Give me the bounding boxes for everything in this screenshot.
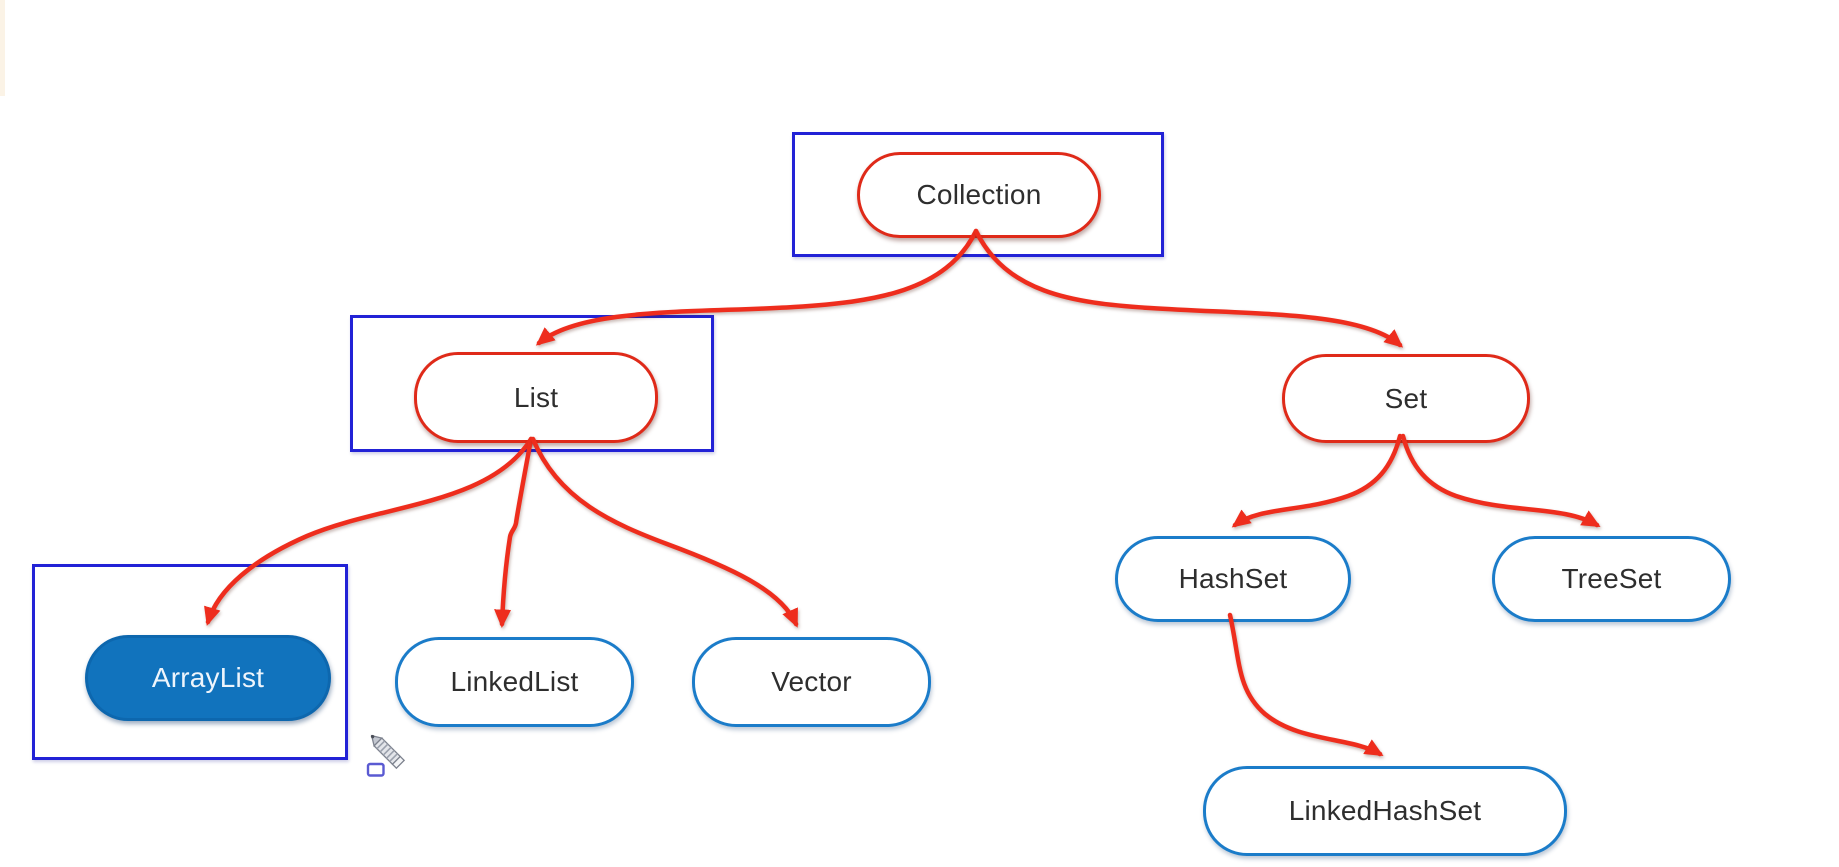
node-linkedhashset[interactable]: LinkedHashSet <box>1203 766 1567 856</box>
node-collection[interactable]: Collection <box>857 152 1101 238</box>
edge-list-vector <box>530 436 799 628</box>
node-set[interactable]: Set <box>1282 354 1530 443</box>
edge-list-linkedlist <box>494 436 534 629</box>
node-arraylist[interactable]: ArrayList <box>85 635 331 721</box>
node-collection-label: Collection <box>916 179 1042 210</box>
node-hashset-label: HashSet <box>1178 563 1288 594</box>
pencil-cursor <box>366 734 406 777</box>
node-vector-label: Vector <box>771 666 852 697</box>
node-linkedlist-label: LinkedList <box>450 666 579 697</box>
node-linkedhashset-label: LinkedHashSet <box>1288 795 1482 826</box>
node-arraylist-label: ArrayList <box>151 662 265 693</box>
cursor-selection-square-icon <box>366 762 385 777</box>
highlight-box-arraylist <box>32 564 348 760</box>
screen-edge-artifact <box>0 0 5 96</box>
edge-set-hashset <box>1231 433 1403 528</box>
node-set-label: Set <box>1384 382 1428 414</box>
edge-set-treeset <box>1400 433 1601 528</box>
edge-hashset-linkedhashset <box>1227 612 1384 757</box>
node-vector[interactable]: Vector <box>692 637 931 727</box>
pencil-cursor-icon <box>370 734 406 770</box>
node-treeset-label: TreeSet <box>1561 563 1662 594</box>
node-hashset[interactable]: HashSet <box>1115 536 1351 622</box>
node-list-label: List <box>513 381 559 413</box>
node-treeset[interactable]: TreeSet <box>1492 536 1731 622</box>
node-list[interactable]: List <box>414 352 658 443</box>
node-linkedlist[interactable]: LinkedList <box>395 637 634 727</box>
